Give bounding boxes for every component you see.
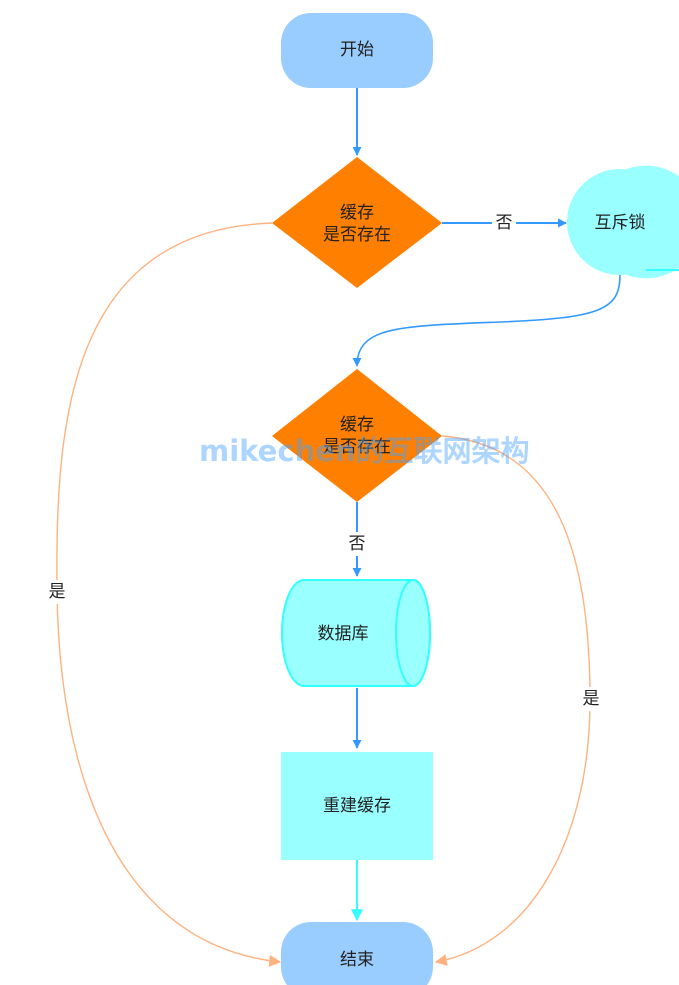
- edge-mutex-to-check2: [352, 274, 621, 367]
- rebuild-cache-node: 重建缓存: [281, 752, 433, 860]
- decision-2-line1: 缓存: [340, 415, 374, 435]
- decision-2-line2: 是否存在: [323, 437, 391, 457]
- start-node: 开始: [281, 13, 433, 88]
- mutex-node: 互斥锁: [567, 165, 679, 279]
- decision-1-line2: 是否存在: [323, 225, 391, 245]
- decision-node-1: 缓存 是否存在: [272, 157, 442, 288]
- decision-node-2: 缓存 是否存在: [272, 369, 442, 502]
- edge-label-check2-yes-text: 是: [583, 689, 600, 709]
- edge-label-check1-no: 否: [492, 211, 516, 235]
- start-label: 开始: [340, 40, 374, 60]
- edge-label-check1-no-text: 否: [496, 213, 513, 233]
- edge-label-check2-yes: 是: [579, 687, 603, 711]
- decision-1-line1: 缓存: [340, 203, 374, 223]
- edge-label-check2-no-text: 否: [349, 534, 366, 554]
- database-label: 数据库: [318, 624, 369, 644]
- watermark-text: mikechen的互联网架构: [199, 434, 529, 468]
- database-node: 数据库: [281, 579, 431, 687]
- end-node: 结束: [281, 922, 433, 985]
- edge-check2-to-end: [434, 435, 591, 966]
- edge-check1-to-end: [56, 222, 282, 967]
- edge-label-check2-no: 否: [345, 532, 369, 556]
- edge-label-check1-yes-text: 是: [49, 582, 66, 602]
- rebuild-cache-label: 重建缓存: [323, 796, 391, 816]
- edge-label-check1-yes: 是: [45, 580, 69, 604]
- mutex-label: 互斥锁: [595, 213, 646, 233]
- end-label: 结束: [340, 950, 374, 970]
